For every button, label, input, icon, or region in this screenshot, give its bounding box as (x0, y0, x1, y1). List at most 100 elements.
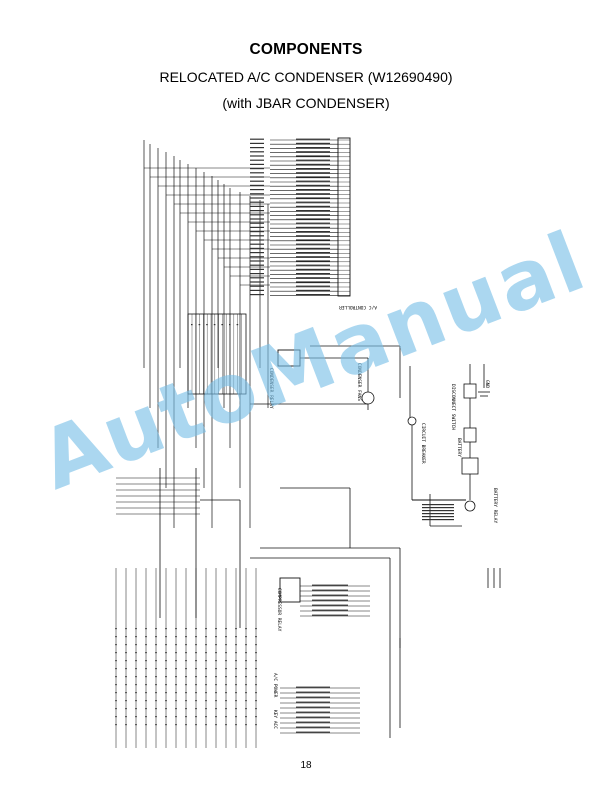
disconnect-switch-label: DISCONNECT SWITCH (450, 384, 456, 430)
wire-tag (155, 628, 157, 630)
wire-tag (296, 176, 330, 178)
wire-tag (125, 628, 127, 630)
wire-tag (155, 684, 157, 686)
wire-tag (155, 660, 157, 662)
wire-tag (215, 692, 217, 694)
wire-tag (206, 324, 208, 326)
wire-tag (225, 644, 227, 646)
wire-tag (115, 724, 117, 726)
wire-tag (255, 708, 257, 710)
wire-tag (215, 628, 217, 630)
wire-tag (250, 197, 264, 199)
wire-tag (125, 684, 127, 686)
wire-tag (115, 676, 117, 678)
wire-tag (135, 716, 137, 718)
page-number: 18 (300, 760, 312, 771)
circuit-breaker-label: CIRCUIT BREAKER (420, 423, 426, 464)
wire-tag (225, 724, 227, 726)
wire-tag (135, 668, 137, 670)
wire-tag (195, 676, 197, 678)
wire-tag (245, 660, 247, 662)
wire-tag (296, 168, 330, 170)
wire-tag (115, 660, 117, 662)
wire-tag (195, 660, 197, 662)
wire-tag (235, 700, 237, 702)
wire-tag (250, 189, 264, 191)
wire-tag (135, 708, 137, 710)
wire-tag (205, 676, 207, 678)
wire-tag (195, 724, 197, 726)
wire-tag (235, 668, 237, 670)
wire-tag (225, 668, 227, 670)
wire-tag (235, 692, 237, 694)
wire-tag (250, 294, 264, 296)
wire-tag (250, 281, 264, 283)
wire-tag (185, 660, 187, 662)
wire-tag (185, 724, 187, 726)
wire-tag (235, 716, 237, 718)
wire-tag (255, 692, 257, 694)
wire-tag (250, 138, 264, 140)
wire-tag (195, 716, 197, 718)
wire-tag (296, 235, 330, 237)
wire-tag (235, 628, 237, 630)
wire-tag (235, 644, 237, 646)
wire-tag (135, 636, 137, 638)
wire-tag (245, 676, 247, 678)
wire-tag (250, 268, 264, 270)
controller-label: A/C CONTROLLER (339, 304, 377, 310)
wire-tag (185, 668, 187, 670)
wire-tag (155, 676, 157, 678)
battery-relay-label: BATTERY RELAY (492, 488, 498, 524)
wire-tag (175, 684, 177, 686)
wire-tag (250, 159, 264, 161)
wire-tag (296, 268, 330, 270)
wire-tag (250, 247, 264, 249)
wire-tag (135, 684, 137, 686)
wire-tag (250, 147, 264, 149)
wire-tag (185, 716, 187, 718)
wire-tag (165, 636, 167, 638)
wire-tag (125, 660, 127, 662)
wire-tag (225, 652, 227, 654)
wire-tag (195, 708, 197, 710)
wire-tag (296, 201, 330, 203)
wire-tag (296, 289, 330, 291)
wire-tag (185, 684, 187, 686)
wire-tag (255, 628, 257, 630)
wire-tag (296, 239, 330, 241)
wiring-diagram: A/C CONTROLLER CONDENSER RELAY CONDENSER… (115, 137, 501, 748)
wire-tag (205, 668, 207, 670)
wire-tag (296, 281, 330, 283)
wire-tag (255, 700, 257, 702)
wire-tag (235, 660, 237, 662)
wire-tag (205, 700, 207, 702)
wire-tag (195, 652, 197, 654)
wire-tag (312, 599, 348, 601)
wire-tag (145, 660, 147, 662)
wire-tag (250, 285, 264, 287)
wire-tag (245, 644, 247, 646)
wire-tag (145, 676, 147, 678)
wire-tag (125, 716, 127, 718)
wire-tag (225, 708, 227, 710)
wire-tag (422, 504, 454, 506)
wire-tag (215, 716, 217, 718)
wire-tag (145, 700, 147, 702)
condenser-relay-label: CONDENSER RELAY (268, 368, 274, 409)
wire-tag (185, 652, 187, 654)
wire-tag (125, 636, 127, 638)
wire-tag (235, 708, 237, 710)
wire-tag (135, 676, 137, 678)
wire-tag (155, 724, 157, 726)
wire-tag (250, 180, 264, 182)
wire-tag (296, 147, 330, 149)
page-subtitle: RELOCATED A/C CONDENSER (W12690490) (159, 69, 453, 85)
wire-tag (195, 668, 197, 670)
wire-tag (205, 652, 207, 654)
wire-tag (255, 660, 257, 662)
wire-tag (296, 260, 330, 262)
wire-tag (296, 180, 330, 182)
wire-tag (255, 676, 257, 678)
wire-tag (205, 708, 207, 710)
